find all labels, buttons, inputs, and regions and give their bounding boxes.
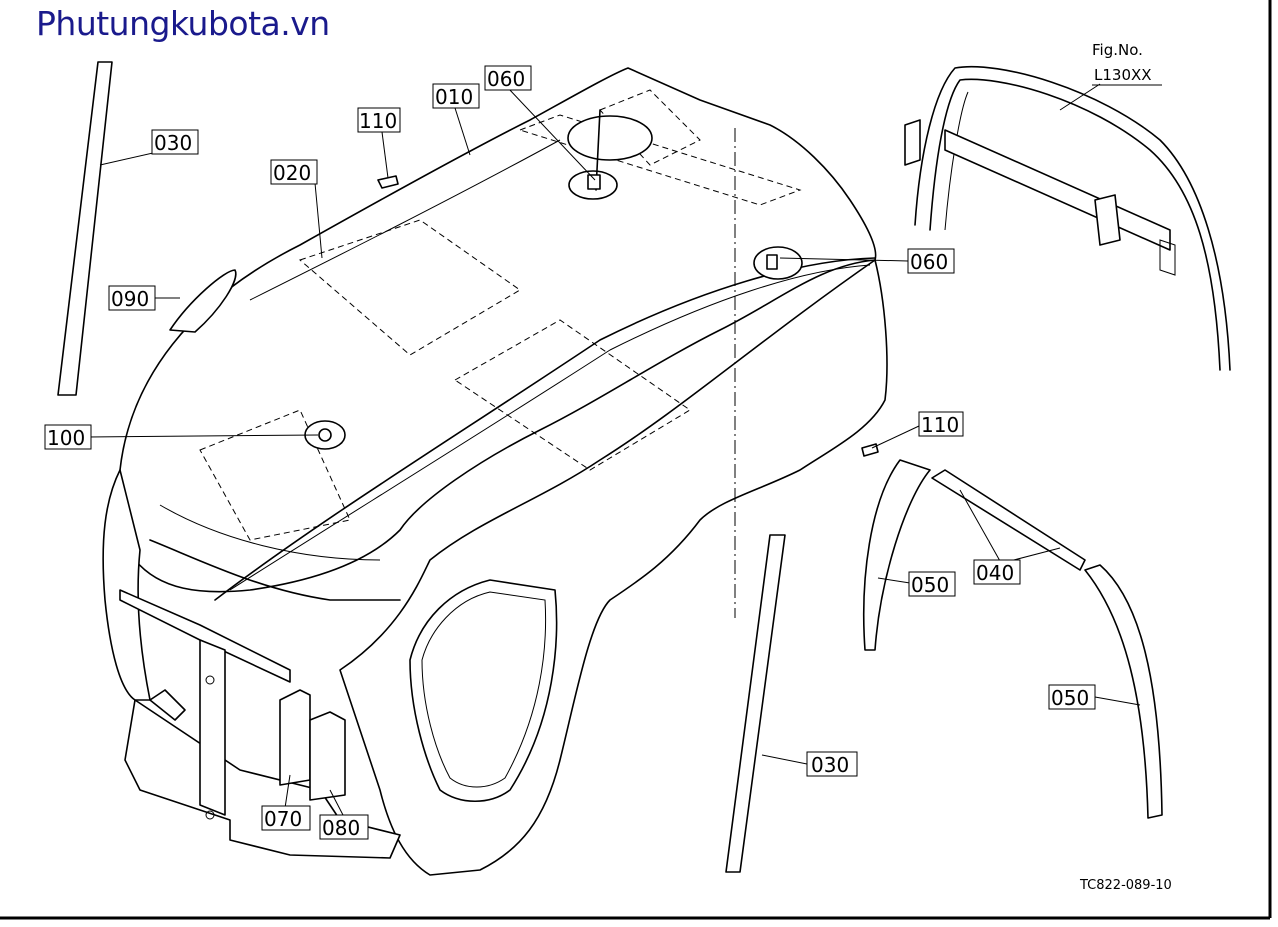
strip-030-left-drawing bbox=[57, 61, 113, 396]
callout-060-top: 060 bbox=[484, 65, 532, 91]
callout-030-left: 030 bbox=[151, 129, 199, 155]
spacer-parts-drawing bbox=[279, 689, 346, 801]
svg-text:050: 050 bbox=[911, 573, 949, 597]
drawing-code: TC822-089-10 bbox=[1079, 878, 1172, 893]
svg-text:030: 030 bbox=[811, 753, 849, 777]
callout-080: 080 bbox=[319, 814, 369, 840]
callout-040: 040 bbox=[973, 559, 1021, 585]
svg-text:030: 030 bbox=[154, 131, 192, 155]
callout-110-top: 110 bbox=[357, 107, 401, 133]
front-bracket-drawing bbox=[119, 589, 291, 820]
callout-070: 070 bbox=[261, 805, 311, 831]
cabin-frame-drawing bbox=[904, 65, 1231, 371]
callout-050-right: 050 bbox=[1048, 684, 1096, 710]
svg-text:060: 060 bbox=[910, 250, 948, 274]
callout-010: 010 bbox=[432, 83, 480, 109]
svg-text:010: 010 bbox=[435, 85, 473, 109]
callout-020: 020 bbox=[270, 159, 318, 185]
svg-text:060: 060 bbox=[487, 67, 525, 91]
callout-060-right: 060 bbox=[907, 248, 955, 274]
figure-number: L130XX bbox=[1094, 66, 1152, 84]
svg-text:100: 100 bbox=[47, 426, 85, 450]
hood-assembly-drawing bbox=[102, 67, 888, 876]
callout-050-left: 050 bbox=[908, 571, 956, 597]
strip-030-bottom-drawing bbox=[725, 534, 786, 873]
seal-parts-drawing bbox=[863, 459, 1163, 819]
callout-090: 090 bbox=[108, 285, 156, 311]
svg-text:080: 080 bbox=[322, 816, 360, 840]
svg-text:050: 050 bbox=[1051, 686, 1089, 710]
svg-text:110: 110 bbox=[921, 413, 959, 437]
watermark-text: Phutungkubota.vn bbox=[36, 4, 330, 43]
svg-text:070: 070 bbox=[264, 807, 302, 831]
callout-110-right: 110 bbox=[918, 411, 964, 437]
callout-100: 100 bbox=[44, 424, 92, 450]
svg-text:040: 040 bbox=[976, 561, 1014, 585]
callout-030-bottom: 030 bbox=[806, 751, 858, 777]
figure-label: Fig.No. bbox=[1092, 41, 1143, 59]
svg-text:090: 090 bbox=[111, 287, 149, 311]
svg-text:110: 110 bbox=[359, 109, 397, 133]
svg-text:020: 020 bbox=[273, 161, 311, 185]
